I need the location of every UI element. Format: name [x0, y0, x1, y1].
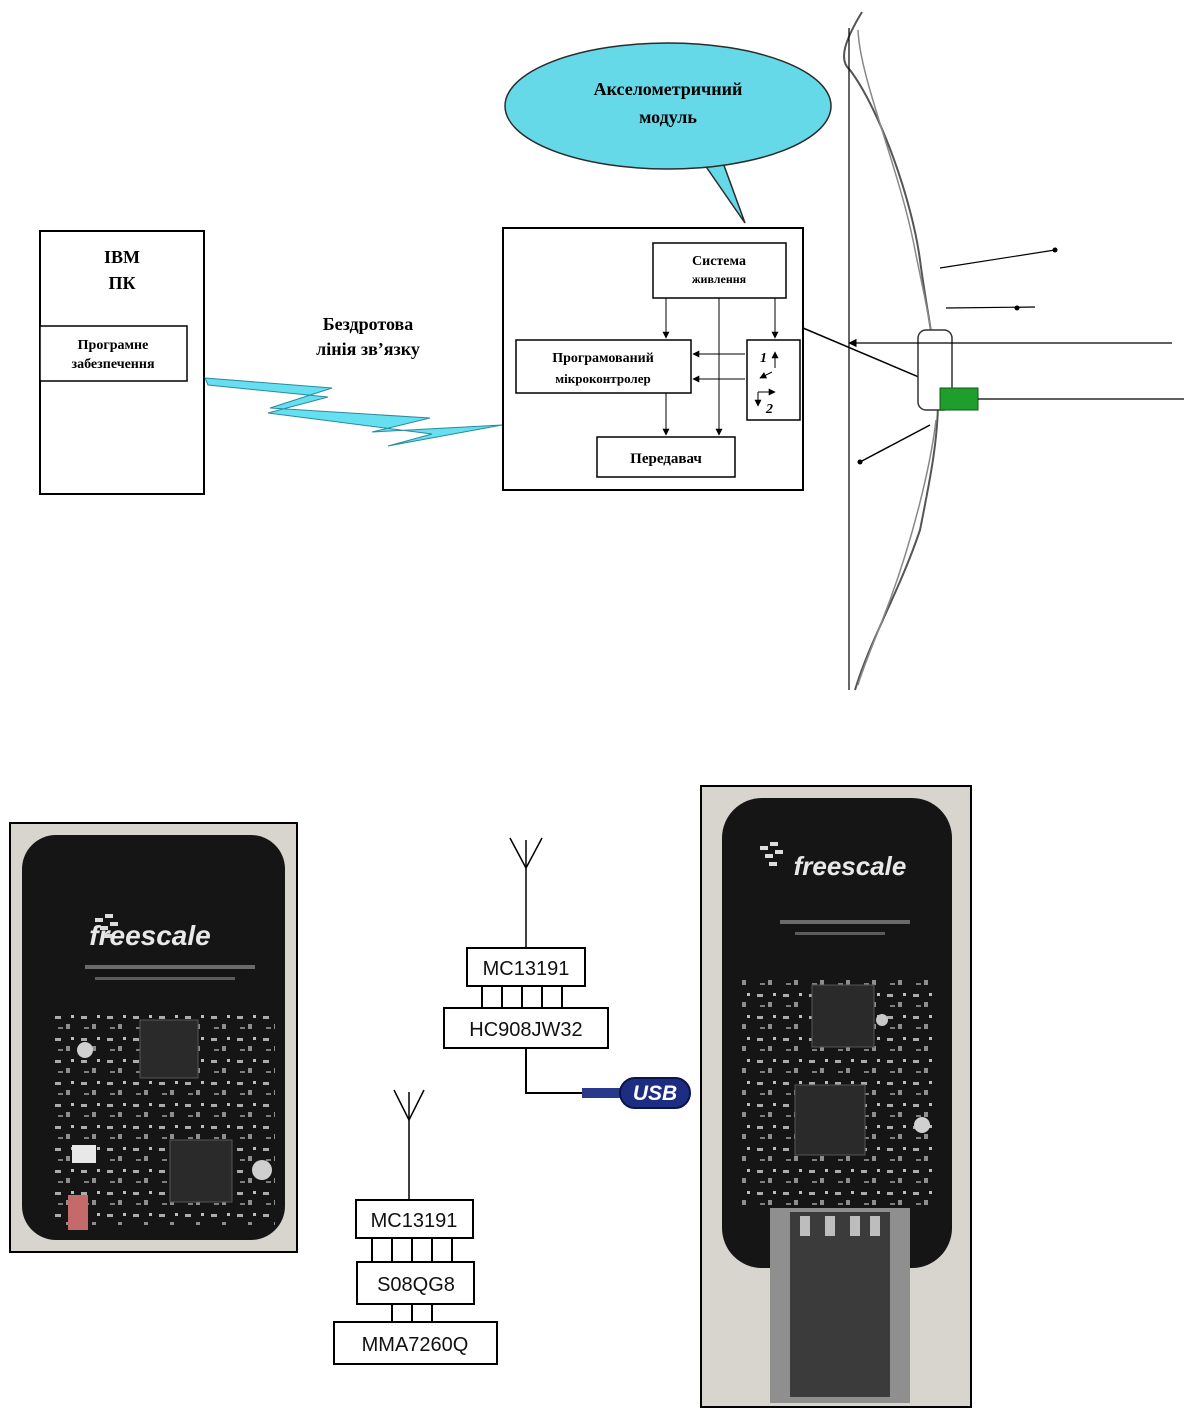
accelerometer-module-box: Система живлення Програмований мікроконт… — [503, 228, 803, 490]
power-line2: живлення — [692, 272, 747, 286]
recurve-bow-illustration — [844, 12, 1184, 690]
mcu-line2: мікроконтролер — [555, 371, 650, 386]
sensor-chip-top: MC13191 — [371, 1210, 458, 1232]
receiver-chip-top: MC13191 — [483, 958, 570, 980]
mcu-line1: Програмований — [552, 351, 654, 366]
wireless-lightning-icon — [205, 378, 502, 446]
receiver-chain: MC13191 HC908JW32 USB — [444, 838, 690, 1108]
pc-box: IBM ПК Програмне забезпечення — [40, 231, 204, 494]
sensor-chip-bottom: MMA7260Q — [362, 1334, 469, 1356]
pointer-line-1 — [940, 250, 1055, 268]
sensor-board-photo: freescale — [10, 823, 297, 1252]
sensor-axis1: 1 — [760, 351, 767, 366]
sensor-box — [747, 340, 800, 420]
bow-sensor-block — [940, 388, 978, 410]
pointer-line-2 — [946, 307, 1035, 308]
pc-title-line2: ПК — [108, 273, 135, 293]
sensor-chain: MC13191 S08QG8 MMA7260Q — [334, 1090, 497, 1364]
power-system-box — [653, 243, 786, 298]
wireless-link-line2: лінія зв’язку — [316, 339, 420, 359]
pc-title-line1: IBM — [104, 247, 140, 267]
sensor-chip-mid: S08QG8 — [377, 1274, 455, 1296]
sensor-axis2: 2 — [765, 402, 773, 417]
usb-receiver-photo: freescale — [701, 786, 971, 1407]
software-line2: забезпечення — [71, 357, 154, 372]
receiver-chip-bottom: HC908JW32 — [469, 1019, 582, 1041]
pointer-line-3 — [860, 425, 930, 462]
usb-label: USB — [633, 1082, 677, 1105]
callout-line2: модуль — [639, 107, 697, 127]
software-box — [40, 326, 187, 381]
software-line1: Програмне — [78, 338, 149, 353]
transmitter-label: Передавач — [630, 451, 702, 467]
callout-line1: Акселометричний — [594, 79, 743, 99]
wireless-link-line1: Бездротова — [323, 314, 414, 334]
right-board-brand: freescale — [794, 851, 907, 881]
accelerometer-callout: Акселометричний модуль — [505, 43, 831, 223]
power-line1: Система — [692, 254, 746, 269]
